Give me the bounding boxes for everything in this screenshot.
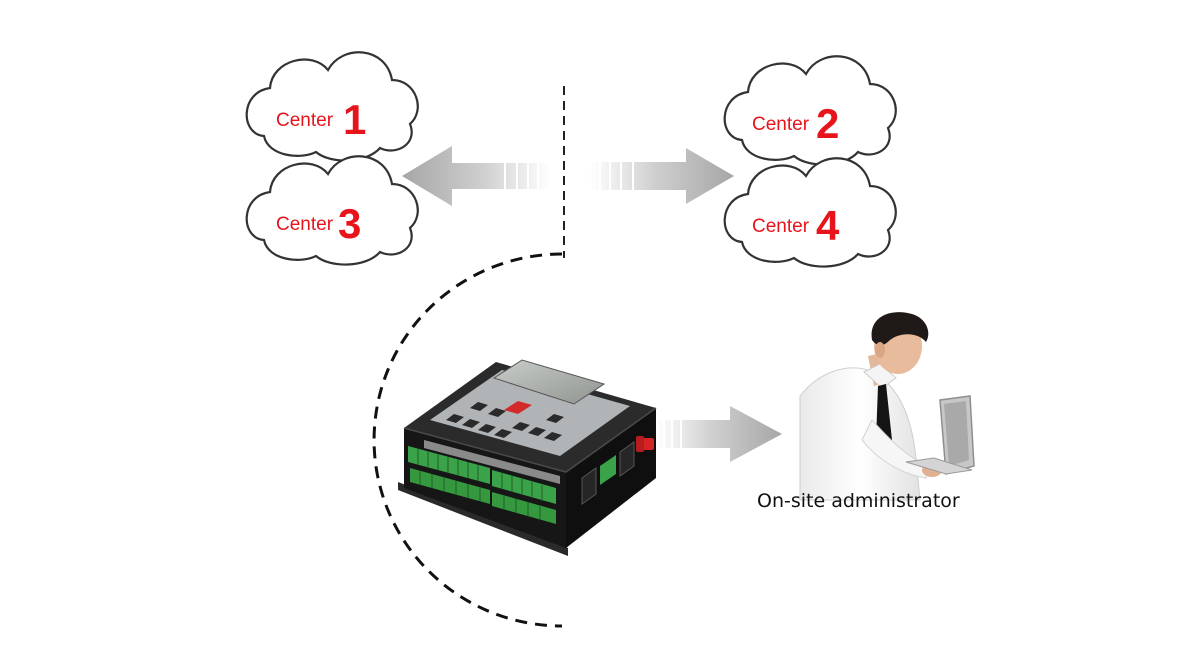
- center-3-label: Center: [276, 214, 334, 235]
- cloud-center-4: Center 4: [723, 157, 897, 268]
- cloud-center-1: Center 1: [245, 51, 419, 162]
- cloud-center-2: Center 2: [723, 55, 897, 166]
- center-1-number: 1: [343, 96, 366, 143]
- admin-label: On-site administrator: [757, 490, 960, 512]
- center-1-label: Center: [276, 110, 334, 131]
- center-4-number: 4: [816, 202, 840, 249]
- cloud-center-3: Center 3: [245, 155, 419, 266]
- arrow-to-left-centers: [402, 146, 550, 206]
- center-2-number: 2: [816, 100, 839, 147]
- arrow-to-right-centers: [590, 148, 734, 204]
- center-3-number: 3: [338, 200, 361, 247]
- center-4-label: Center: [752, 216, 810, 237]
- rtu-device-image: [398, 359, 657, 556]
- administrator-image: [799, 312, 975, 501]
- arrow-to-admin: [656, 406, 782, 462]
- boundary-arc: [372, 252, 563, 628]
- center-2-label: Center: [752, 114, 810, 135]
